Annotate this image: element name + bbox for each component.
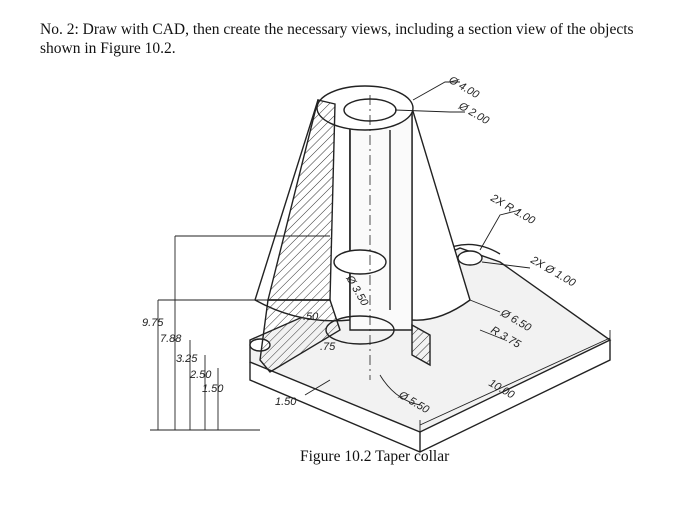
dim-height-1-50: 1.50: [202, 383, 224, 395]
dim-height-9-75: 9.75: [142, 317, 164, 329]
dim-thickness-0-50: .50: [303, 311, 319, 323]
right-lug-hole: [457, 250, 483, 266]
dim-radius-1-00: 2X R 1.00: [488, 192, 538, 228]
problem-statement-line-2: shown in Figure 10.2.: [40, 40, 176, 57]
dim-dia-1-00: 2X Ø 1.00: [528, 254, 579, 290]
dim-width-1-50: 1.50: [275, 396, 297, 408]
dim-height-7-88: 7.88: [160, 333, 182, 345]
dim-height-2-50: 2.50: [189, 369, 212, 381]
object-outline: [249, 85, 612, 453]
problem-statement: No. 2: Draw with CAD, then create the ne…: [40, 20, 670, 58]
dim-thickness-0-75: .75: [320, 341, 336, 353]
problem-statement-line-1: No. 2: Draw with CAD, then create the ne…: [40, 21, 634, 38]
inner-bore-ellipse: [333, 249, 387, 275]
dim-dia-2-00: Ø 2.00: [456, 100, 492, 128]
dim-dia-4-00: Ø 4.00: [446, 74, 482, 102]
section-hatch-base: [259, 299, 341, 373]
section-hatch-wall: [267, 99, 336, 301]
dimension-lines: [150, 81, 611, 452]
dim-height-3-25: 3.25: [176, 353, 198, 365]
figure-caption: Figure 10.2 Taper collar: [300, 448, 450, 465]
